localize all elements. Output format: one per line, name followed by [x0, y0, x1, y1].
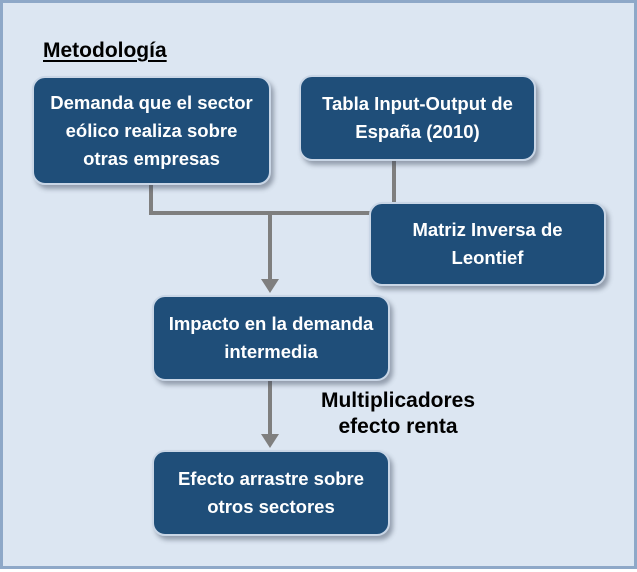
arrowhead-impacto	[261, 279, 279, 293]
node-demanda: Demanda que el sector eólico realiza sob…	[32, 76, 271, 185]
node-impacto-label: Impacto en la demanda intermedia	[168, 313, 374, 362]
node-demanda-label: Demanda que el sector eólico realiza sob…	[50, 91, 253, 169]
node-matriz-label: Matriz Inversa de Leontief	[412, 219, 563, 268]
edge-label-multiplicadores: Multiplicadores efecto renta	[320, 389, 476, 438]
arrowhead-efecto	[261, 434, 279, 448]
node-impacto: Impacto en la demanda intermedia	[152, 295, 390, 381]
node-efecto-arrastre: Efecto arrastre sobre otros sectores	[152, 450, 390, 536]
node-efecto-label: Efecto arrastre sobre otros sectores	[177, 468, 365, 517]
diagram-title: Metodología	[43, 39, 167, 62]
node-matriz-inversa: Matriz Inversa de Leontief	[369, 202, 606, 286]
node-tabla-input-output: Tabla Input-Output de España (2010)	[299, 75, 536, 161]
connectors	[149, 159, 396, 448]
node-tabla-label: Tabla Input-Output de España (2010)	[322, 93, 513, 142]
